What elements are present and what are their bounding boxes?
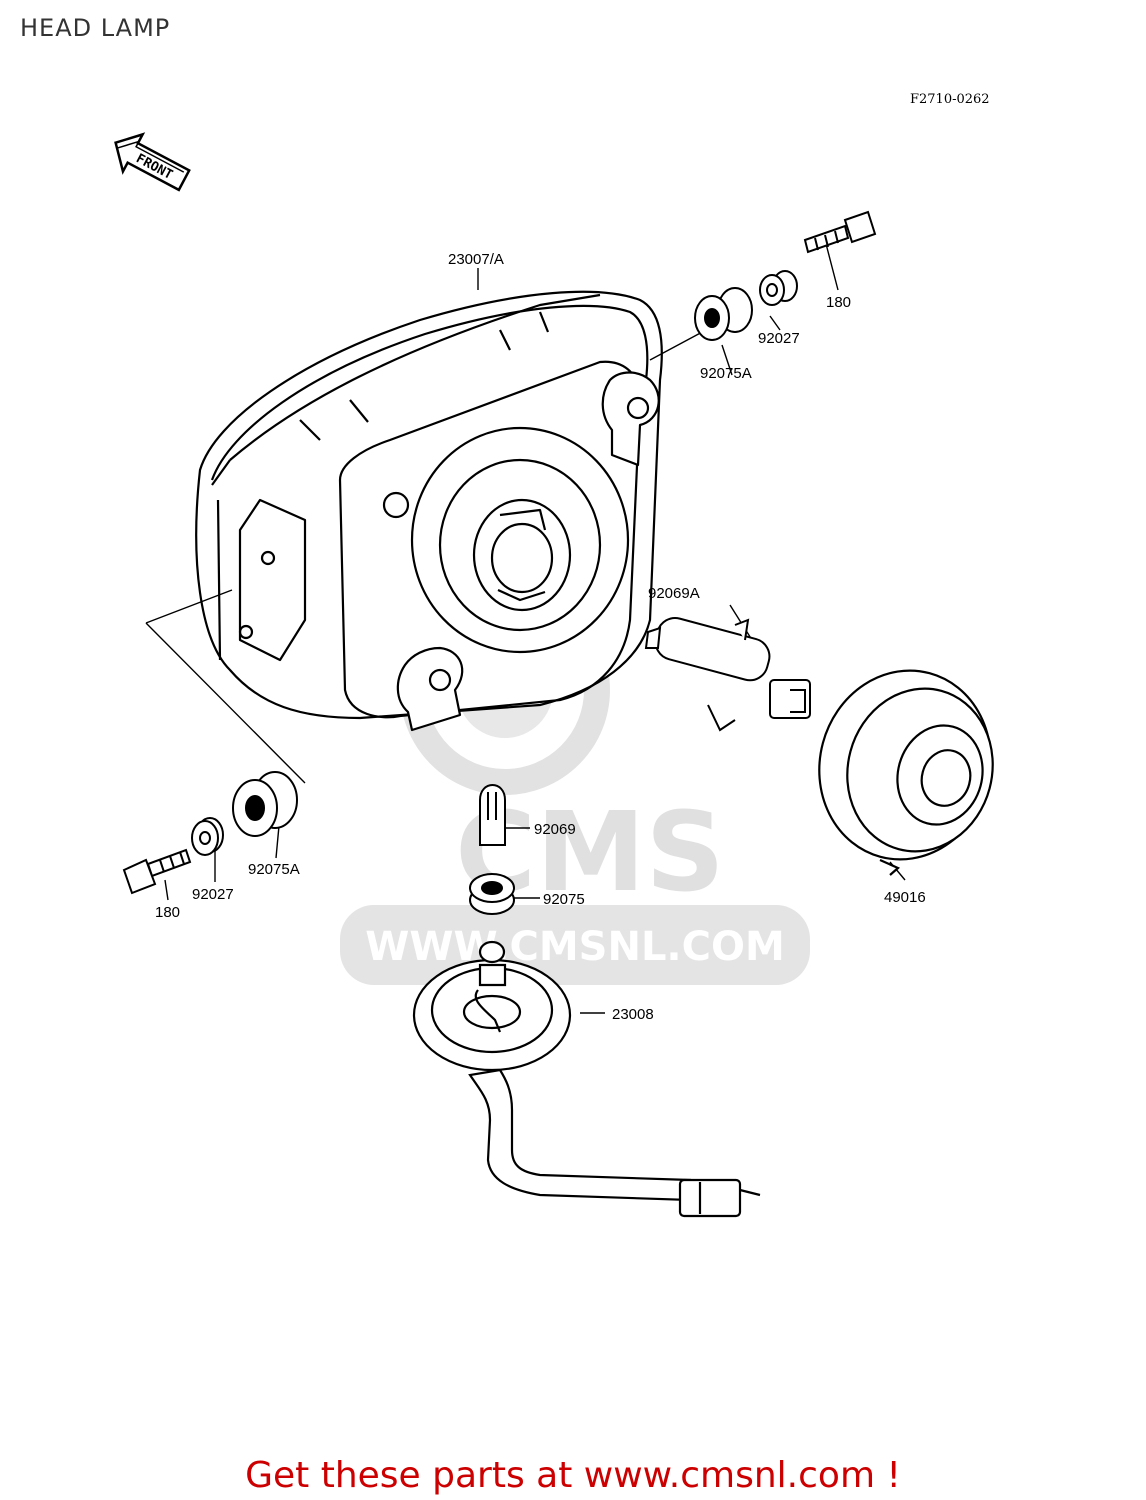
watermark-url: WWW.CMSNL.COM (365, 924, 785, 970)
leader-lines (145, 239, 906, 1014)
label-92075A-bottom: 92075A (248, 861, 300, 878)
grommet-92075A-top (694, 287, 753, 341)
socket-92075 (469, 873, 515, 915)
get-parts-link[interactable]: Get these parts at www.cmsnl.com ! (245, 1455, 901, 1496)
grommet-92075A-bottom (232, 771, 298, 837)
label-180-bottom: 180 (155, 904, 180, 921)
label-92027-bottom: 92027 (192, 886, 234, 903)
bulb-92069A (644, 617, 811, 732)
socket-assembly-23008 (412, 940, 761, 1218)
bulb-92069 (479, 784, 506, 846)
label-180-top: 180 (826, 294, 851, 311)
figure-code: F2710-0262 (910, 92, 990, 107)
headlamp-housing (195, 290, 663, 732)
bolt-180-bottom (122, 848, 192, 895)
label-92075A-top: 92075A (700, 365, 752, 382)
front-direction-arrow: FRONT (114, 132, 191, 192)
label-92069A: 92069A (648, 585, 700, 602)
label-92069: 92069 (534, 821, 576, 838)
collar-92027-bottom (191, 817, 224, 856)
dust-cover-49016 (818, 669, 994, 876)
bolt-180-top (803, 210, 877, 254)
label-23007A: 23007/A (448, 251, 504, 268)
label-23008: 23008 (612, 1006, 654, 1023)
label-92075: 92075 (543, 891, 585, 908)
collar-92027-top (759, 270, 798, 306)
label-49016: 49016 (884, 889, 926, 906)
label-92027-top: 92027 (758, 330, 800, 347)
page-title: HEAD LAMP (20, 14, 171, 42)
